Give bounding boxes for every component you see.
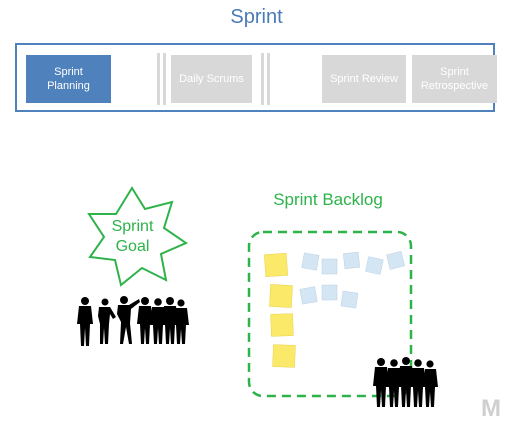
planning-team-silhouettes [77, 296, 189, 346]
diagram-title: Sprint [230, 6, 283, 28]
person-silhouette-3 [117, 296, 140, 344]
sticky-note-yellow-4 [272, 344, 296, 368]
person-silhouette-12 [423, 360, 438, 407]
sprint-goal-label: Sprint Goal [111, 218, 154, 255]
sprint-retrospective-label: Sprint Retrospective [420, 66, 489, 92]
sprint-planning-label: Sprint Planning [47, 66, 90, 92]
sprint-review-label: Sprint Review [330, 73, 398, 85]
sticky-note-yellow-3 [270, 313, 294, 337]
sprint-backlog-frame [247, 230, 413, 398]
sticky-note-blue-1 [301, 252, 320, 271]
sticky-note-yellow-2 [269, 284, 293, 308]
sticky-note-blue-5 [386, 250, 406, 270]
sprint-review-box: Sprint Review [322, 55, 406, 103]
sticky-note-blue-8 [340, 290, 359, 309]
person-silhouette-2 [98, 298, 116, 344]
person-silhouette-11 [410, 359, 426, 407]
blue-sticky-notes [299, 250, 406, 309]
yellow-sticky-notes [263, 252, 296, 368]
watermark-logo: M [481, 395, 501, 422]
person-silhouette-7 [174, 299, 189, 344]
sticky-note-blue-2 [321, 258, 338, 275]
sprint-timeline-frame: Sprint Planning Daily Scrums Sprint Revi… [15, 43, 497, 112]
person-silhouette-4 [137, 297, 153, 344]
sprint-backlog-label: Sprint Backlog [273, 190, 383, 209]
sticky-note-blue-3 [343, 251, 361, 269]
sticky-note-blue-7 [321, 284, 338, 301]
person-silhouette-8 [373, 358, 389, 407]
separator-2b [267, 53, 270, 105]
sprint-goal-star [87, 186, 189, 287]
sprint-retrospective-box: Sprint Retrospective [412, 55, 497, 103]
development-team-silhouettes [373, 357, 438, 407]
person-silhouette-5 [150, 298, 166, 344]
person-silhouette-10 [398, 357, 414, 407]
separator-2a [261, 53, 264, 105]
sticky-note-blue-4 [365, 256, 384, 275]
daily-scrums-box: Daily Scrums [171, 55, 252, 103]
daily-scrums-label: Daily Scrums [179, 73, 244, 85]
person-silhouette-1 [77, 297, 93, 346]
person-silhouette-6 [162, 297, 178, 344]
separator-1a [157, 53, 160, 105]
person-silhouette-9 [386, 359, 402, 407]
sticky-note-yellow-1 [263, 252, 289, 278]
sprint-planning-box: Sprint Planning [26, 55, 111, 103]
separator-1b [163, 53, 166, 105]
sticky-note-blue-6 [299, 286, 318, 305]
